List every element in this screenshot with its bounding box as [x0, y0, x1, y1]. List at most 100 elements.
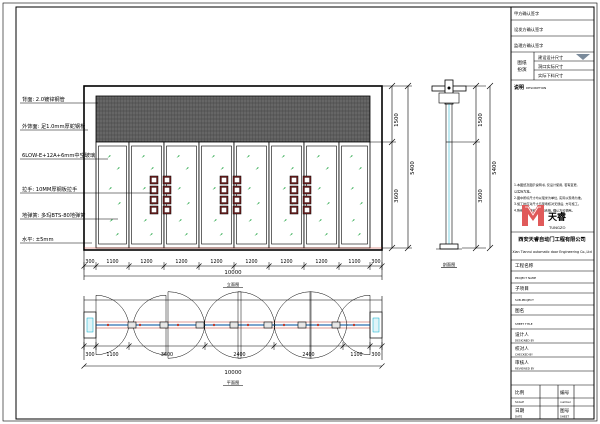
plan-pivot-dot: [282, 323, 286, 327]
glass-reflection-icon: [213, 219, 217, 222]
glass-reflection-icon: [290, 167, 294, 170]
front-dim-5400: 5400: [410, 161, 416, 175]
door-glass: [341, 145, 368, 245]
door-swing-arc: [336, 295, 371, 326]
door-handle-inner: [151, 177, 157, 183]
title-block: [510, 7, 594, 419]
glass-reflection-icon: [176, 155, 180, 158]
glass-reflection-icon: [349, 155, 353, 158]
sheet-title-sub: SHEET TITLE: [515, 322, 533, 326]
front-bottom-dim: 1200: [245, 259, 257, 265]
designer-label: 设计人: [515, 331, 529, 338]
glass-reflection-icon: [350, 187, 354, 190]
glass-reflection-icon: [184, 233, 188, 236]
company-logo: 天睿 TUNGZO: [522, 205, 567, 230]
plan-dim: 2400: [302, 352, 314, 358]
door-glass: [271, 145, 302, 245]
glass-reflection-icon: [246, 155, 250, 158]
door-handle-inner: [234, 177, 240, 183]
plan-pivot-dot: [352, 323, 356, 327]
door-swing-arc: [237, 291, 276, 326]
section-dim-3600: 3600: [478, 189, 484, 203]
glass-reflection-icon: [211, 155, 215, 158]
door-handle-inner: [291, 187, 297, 193]
door-handle-inner: [291, 207, 297, 213]
callout-4: 拉手: 10MM厚钢板拉手: [22, 185, 77, 193]
review-item-2: 洞口实际尺寸: [538, 63, 563, 70]
callout-5: 地弹簧: 多玛BTS-80地弹簧: [22, 211, 85, 219]
plan-dim: 300: [371, 352, 380, 358]
door-swing-arc: [203, 291, 242, 326]
number-sub: number: [560, 400, 572, 404]
front-bottom-dim: 1100: [348, 259, 360, 265]
glass-reflection-icon: [220, 167, 224, 170]
plan-total-dim: 10000: [224, 370, 242, 376]
door-swing-arc: [309, 291, 348, 326]
reviewer-sub: REVIEWED BY: [515, 367, 535, 371]
company-name-en: Xian Tianrui automatic door Engineering …: [512, 250, 591, 254]
glass-reflection-icon: [247, 187, 251, 190]
checker-label: 校对人: [515, 345, 529, 352]
front-bottom-dim: 1200: [175, 259, 187, 265]
front-right-dims: [370, 82, 412, 252]
logo-cn: 天睿: [548, 211, 567, 223]
project-name-sub: PROJECT NAME: [515, 276, 536, 280]
door-swing-arc: [309, 324, 348, 359]
plan-hinge-block: [263, 321, 273, 329]
plan-dim: 3600: [161, 352, 173, 358]
glass-reflection-icon: [107, 155, 111, 158]
glass-reflection-icon: [357, 233, 361, 236]
plan-view: [83, 291, 383, 360]
section-dim-5400: 5400: [492, 161, 498, 175]
front-bottom-dim: 300: [85, 259, 94, 265]
glass-reflection-icon: [178, 219, 182, 222]
glass-reflection-icon: [283, 219, 287, 222]
scale-sub: SCALE: [515, 400, 524, 404]
door-handle-inner: [221, 187, 227, 193]
door-handle-inner: [304, 177, 310, 183]
scale-label: 比例: [515, 389, 525, 396]
plan-dim: 1100: [350, 352, 362, 358]
door-handle-inner: [151, 187, 157, 193]
front-bottom-dim: 1200: [140, 259, 152, 265]
plan-hinge-block: [159, 321, 169, 329]
door-swing-arc: [95, 324, 130, 355]
door-swing-arc: [237, 324, 276, 359]
glass-reflection-icon: [351, 219, 355, 222]
logo-en: TUNGZO: [548, 225, 565, 230]
door-handle-inner: [164, 187, 170, 193]
note-line: 3.施工时应对尺寸与现场核对无误后, 方可施工。: [514, 201, 581, 206]
plan-view-title: 平面图: [227, 380, 240, 386]
front-elevation: [83, 85, 383, 251]
door-panels: [95, 141, 371, 249]
glass-reflection-icon: [142, 187, 146, 190]
description-label: 说明: [514, 84, 524, 91]
glass-reflection-icon: [281, 155, 285, 158]
plan-pivot-dot: [316, 323, 320, 327]
door-swing-arc: [167, 324, 206, 359]
plan-pivot-dot: [138, 323, 142, 327]
dim-tick: [379, 363, 385, 369]
notes: 1.本图纸及图示说明书, 仅设计使用, 若有变更, 以实际为准。2.图中所标尺寸…: [514, 182, 584, 213]
door-swing-arc: [167, 291, 206, 326]
glass-reflection-icon: [358, 167, 362, 170]
project-name-label: 工程名称: [515, 262, 534, 269]
review-item-3: 实际下料尺寸: [538, 72, 563, 79]
glass-reflection-icon: [318, 219, 322, 222]
door-glass: [236, 145, 267, 245]
note-line: 2.图中所标尺寸均以毫米为单位, 实际以现场为准。: [514, 195, 584, 200]
front-dim-3600: 3600: [394, 189, 400, 203]
section-dim-1500: 1500: [478, 113, 484, 127]
glass-reflection-icon: [149, 233, 153, 236]
glass-reflection-icon: [289, 233, 293, 236]
callout-6: 水平: ±5mm: [22, 235, 54, 243]
confirm-supervisor: 监理方确认签字: [514, 42, 543, 49]
confirm-party-a: 甲方确认签字: [514, 10, 539, 17]
plan-hinge-block: [229, 321, 239, 329]
plan-pivot-dot: [176, 323, 180, 327]
glass-reflection-icon: [325, 167, 329, 170]
glass-reflection-icon: [324, 233, 328, 236]
glass-reflection-icon: [186, 202, 190, 205]
